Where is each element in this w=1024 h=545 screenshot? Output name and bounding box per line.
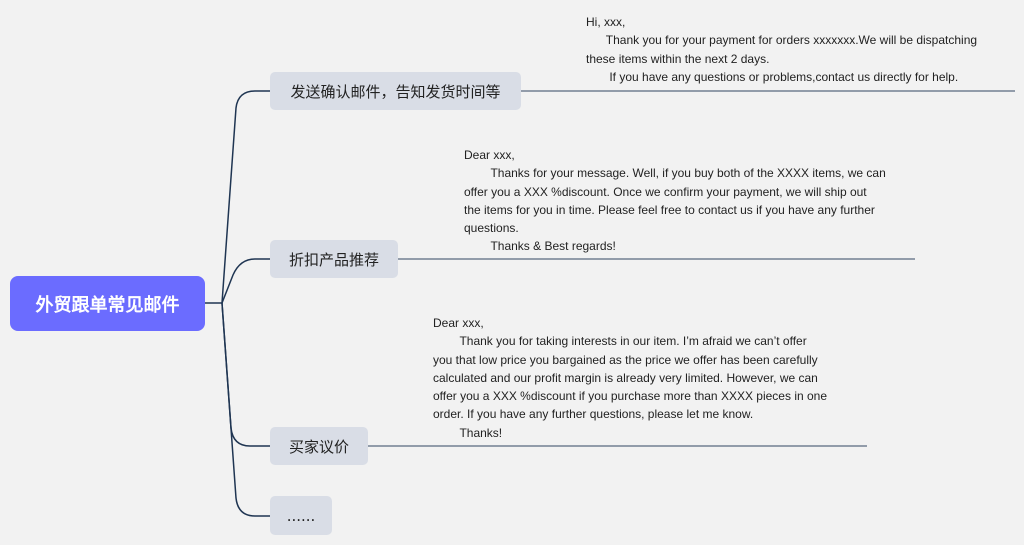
note-line: Hi, xxx,	[586, 15, 626, 29]
branch-node-more[interactable]: ......	[270, 496, 332, 535]
branch-node-bargain[interactable]: 买家议价	[270, 427, 368, 465]
note-line: offer you a XXX %discount if you purchas…	[433, 389, 828, 404]
branch-node-confirmation[interactable]: 发送确认邮件，告知发货时间等	[270, 72, 521, 110]
note-discount: Dear xxx, Thanks for your message. Well,…	[464, 146, 886, 256]
link-branch-4	[221, 302, 270, 517]
note-line: Thank you for your payment for orders xx…	[586, 33, 978, 48]
note-confirmation: Hi, xxx, Thank you for your payment for …	[586, 13, 977, 86]
note-line: Dear xxx,	[464, 148, 515, 162]
note-line: the items for you in time. Please feel f…	[464, 202, 875, 217]
note-line: Thanks & Best regards!	[464, 239, 616, 254]
note-line: Thank you for taking interests in our it…	[433, 334, 807, 349]
note-line: Thanks!	[433, 425, 503, 440]
note-line: If you have any questions or problems,co…	[586, 69, 959, 84]
link-branch-2	[221, 258, 270, 304]
note-line: order. If you have any further questions…	[433, 407, 754, 422]
note-line: these items within the next 2 days.	[586, 51, 770, 66]
link-branch-1	[221, 90, 270, 304]
note-line: Thanks for your message. Well, if you bu…	[464, 166, 886, 181]
note-line: questions.	[464, 221, 519, 236]
note-line: offer you a XXX %discount. Once we confi…	[464, 184, 867, 199]
root-node[interactable]: 外贸跟单常见邮件	[10, 276, 205, 331]
link-branch-3	[221, 302, 270, 447]
note-line: Dear xxx,	[433, 316, 484, 330]
note-bargain: Dear xxx, Thank you for taking interests…	[433, 314, 827, 442]
branch-node-discount[interactable]: 折扣产品推荐	[270, 240, 398, 278]
note-line: you that low price you bargained as the …	[433, 352, 818, 367]
note-line: calculated and our profit margin is alre…	[433, 370, 818, 385]
